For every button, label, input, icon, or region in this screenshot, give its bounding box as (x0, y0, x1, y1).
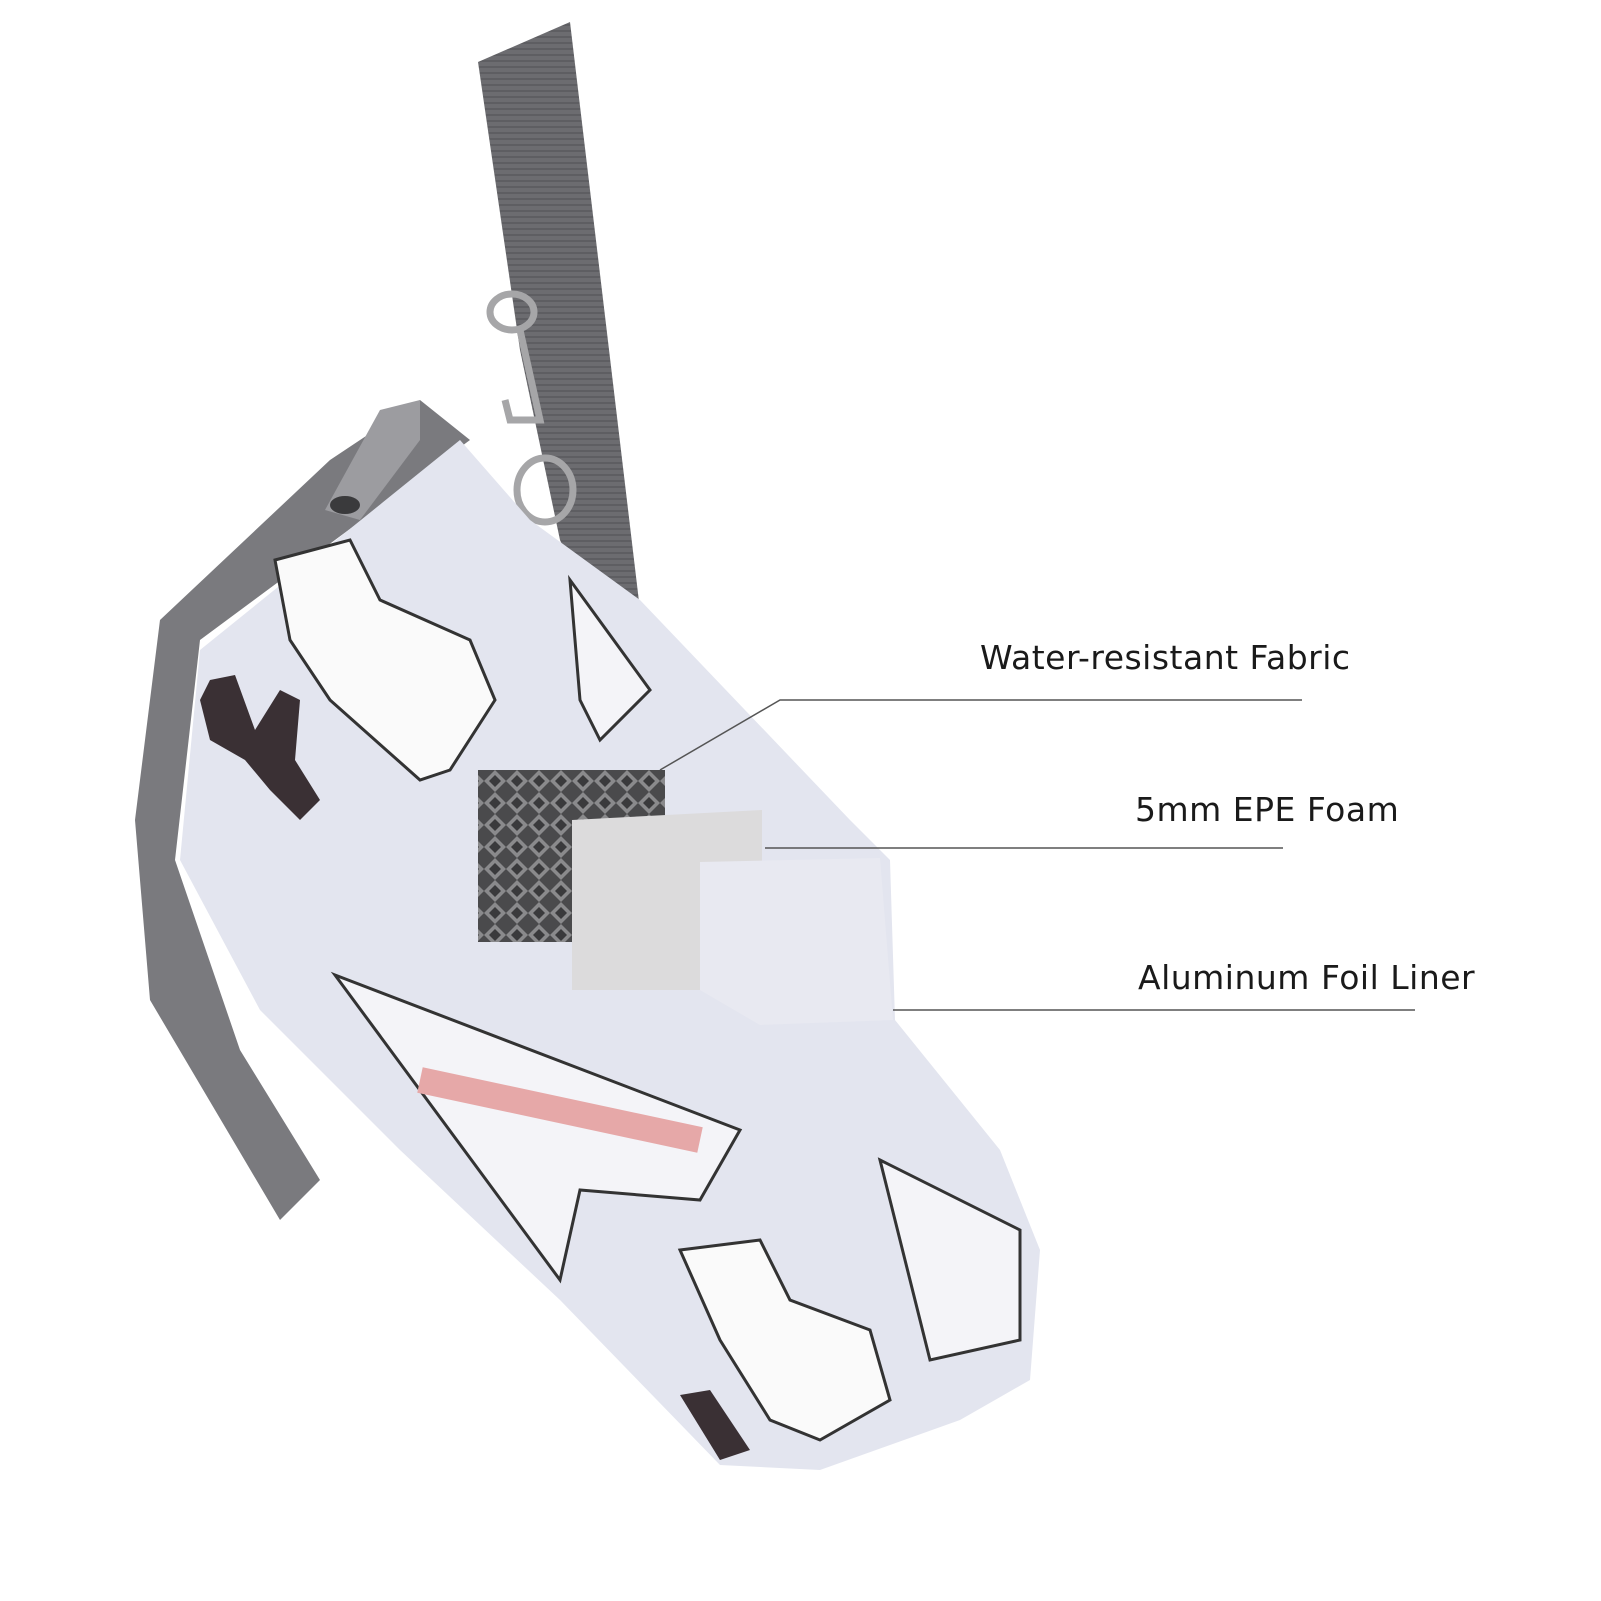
liner-label: Aluminum Foil Liner (1138, 958, 1476, 997)
wrist-strap (478, 22, 640, 630)
leader-lines (659, 699, 1415, 1011)
cactus-print (200, 675, 750, 1460)
zipper-edge (135, 400, 470, 1220)
foam-swatch (572, 810, 762, 990)
zipper-pull (325, 400, 420, 520)
clip-hook (486, 290, 577, 526)
fabric-label: Water-resistant Fabric (980, 638, 1351, 677)
teepee-print (330, 574, 1022, 1362)
foil-liner-swatch (700, 858, 893, 1025)
fabric-leader-line (659, 699, 1302, 771)
bear-print (273, 538, 892, 1442)
foam-label: 5mm EPE Foam (1135, 790, 1400, 829)
